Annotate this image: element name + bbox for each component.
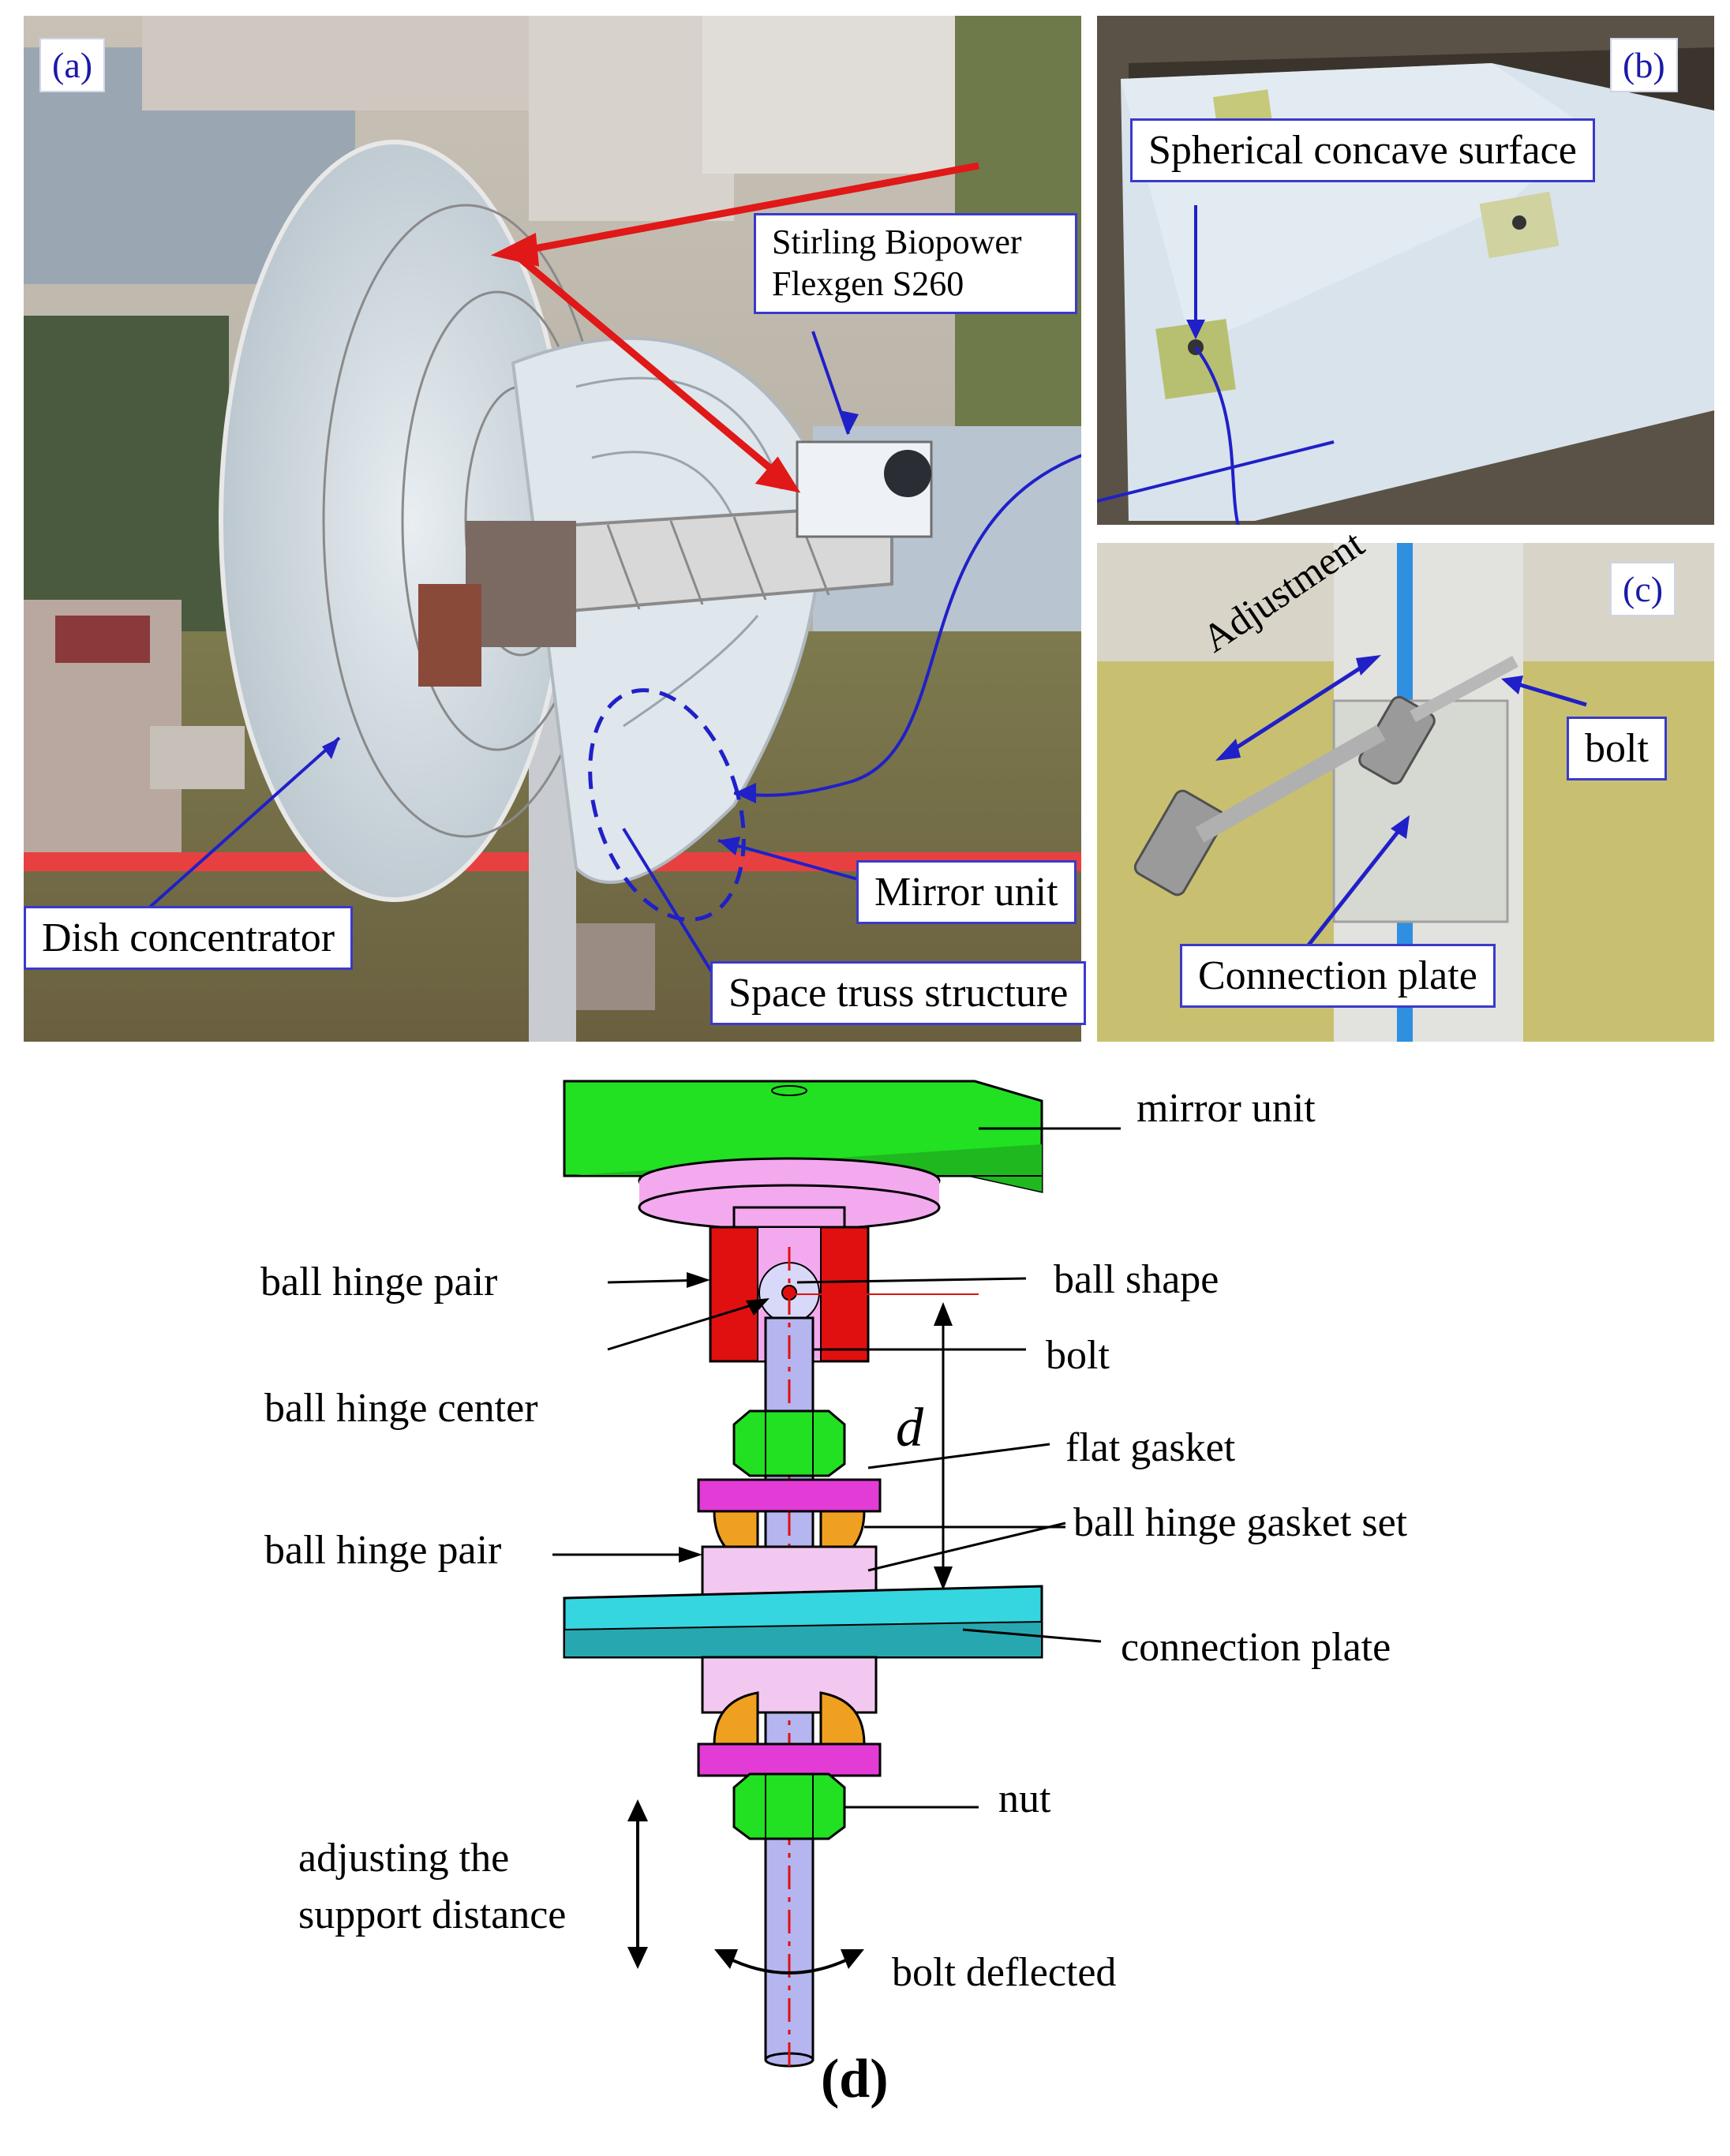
callout-mirror-unit: Mirror unit	[856, 860, 1077, 924]
leader-arrowheads	[679, 1272, 770, 1563]
label-ball-hinge-gasket-set: ball hinge gasket set	[1073, 1500, 1408, 1545]
dimension-d-marker	[789, 1293, 979, 1590]
callout-bolt: bolt	[1567, 717, 1667, 780]
top-nut-shape	[732, 1409, 846, 1477]
label-bolt-deflected: bolt deflected	[892, 1950, 1117, 1995]
connection-plate-shape	[563, 1585, 1043, 1659]
bottom-nut-shape	[732, 1772, 846, 1840]
callout-spherical-concave-surface: Spherical concave surface	[1130, 118, 1595, 182]
bolt-deflected-arrow	[714, 1949, 864, 1974]
lower-gasket-set-shape	[697, 1656, 882, 1777]
label-flat-gasket: flat gasket	[1065, 1425, 1236, 1470]
label-adjusting-line2: support distance	[298, 1892, 567, 1937]
callout-stirling-engine: Stirling Biopower Flexgen S260	[754, 213, 1077, 314]
panel-a-photo	[24, 16, 1081, 1042]
panel-b-tag: (b)	[1610, 38, 1678, 92]
label-nut: nut	[998, 1776, 1051, 1821]
adjust-distance-arrow	[627, 1799, 648, 1969]
ball-hinge-mechanism-diagram	[552, 1080, 1121, 2068]
panel-a-tag: (a)	[39, 38, 106, 92]
callout-connection-plate: Connection plate	[1180, 944, 1496, 1008]
label-ball-hinge-pair-top: ball hinge pair	[260, 1260, 498, 1304]
label-adjusting-line1: adjusting the	[298, 1836, 510, 1881]
connection-plate-photo	[1097, 543, 1714, 1042]
dish-concentrator-scene	[24, 16, 1081, 1042]
label-mirror-unit: mirror unit	[1136, 1086, 1316, 1131]
label-connection-plate: connection plate	[1121, 1625, 1391, 1670]
label-ball-hinge-pair-bottom: ball hinge pair	[264, 1528, 502, 1573]
label-ball-shape: ball shape	[1054, 1257, 1219, 1302]
label-ball-hinge-center: ball hinge center	[264, 1386, 538, 1431]
panel-d-tag: (d)	[821, 2049, 889, 2109]
label-bolt: bolt	[1046, 1333, 1110, 1378]
callout-dish-concentrator: Dish concentrator	[24, 906, 354, 970]
panel-c-photo	[1097, 543, 1714, 1042]
callout-space-truss-structure: Space truss structure	[710, 961, 1087, 1025]
label-d-symbol: d	[896, 1398, 923, 1458]
panel-c-tag: (c)	[1610, 562, 1676, 616]
leader-lines	[552, 1127, 1121, 1809]
